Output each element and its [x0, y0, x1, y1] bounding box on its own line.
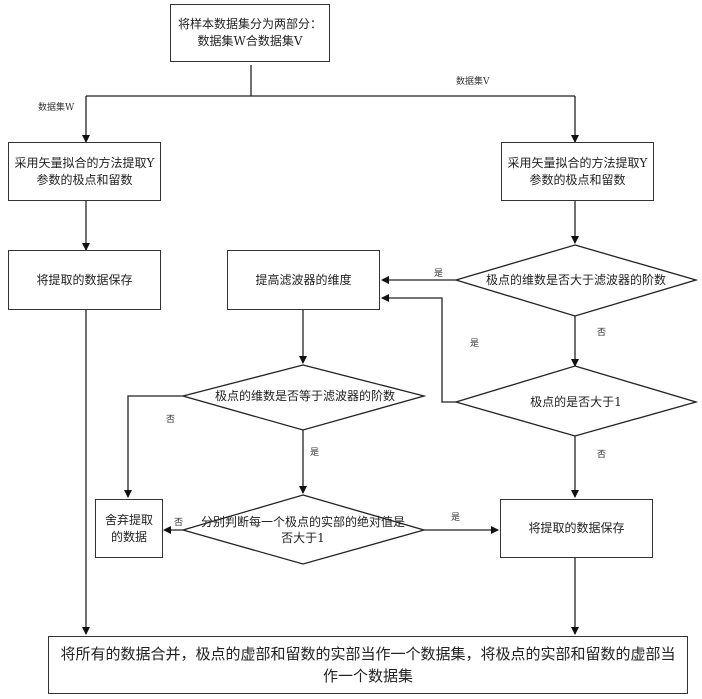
- node-extract-w-text: 采用矢量拟合的方法提取Y参数的极点和留数: [14, 155, 155, 187]
- decision-diamond-dim-equal: [180, 364, 427, 431]
- edge-label-yes-to-raise: 是: [434, 269, 444, 279]
- edge-label-no-left: 否: [174, 518, 184, 528]
- node-save-w-text: 将提取的数据保存: [36, 272, 133, 287]
- decision-diamond-dim-greater: [453, 244, 699, 317]
- node-raise-dim: 提高滤波器的维度: [227, 250, 380, 310]
- edge-label-yes-loop-back: 是: [470, 339, 480, 349]
- node-start: 将样本数据集分为两部分：数据集W合数据集V: [170, 4, 330, 62]
- decision-diamond-real-abs: [180, 494, 427, 565]
- edge-label-dataset-v: 数据集V: [456, 77, 490, 87]
- edge-label-no-to-discard: 否: [166, 415, 176, 425]
- edge-label-yes-down-center: 是: [310, 448, 320, 458]
- node-discard-text: 舍弃提取的数据: [104, 512, 153, 544]
- node-save-v: 将提取的数据保存: [500, 499, 653, 558]
- node-raise-dim-text: 提高滤波器的维度: [255, 272, 352, 287]
- node-merge: 将所有的数据合并，极点的虚部和留数的实部当作一个数据集，将极点的实部和留数的虚部…: [48, 636, 688, 694]
- decision-real-abs-text: 分别判断每一个极点的实部的绝对值是否大于1: [200, 515, 405, 545]
- node-start-text: 将样本数据集分为两部分：数据集W合数据集V: [177, 17, 322, 48]
- node-extract-v: 采用矢量拟合的方法提取Y参数的极点和留数: [501, 142, 654, 201]
- node-extract-w: 采用矢量拟合的方法提取Y参数的极点和留数: [8, 142, 161, 201]
- node-extract-v-text: 采用矢量拟合的方法提取Y参数的极点和留数: [507, 155, 648, 187]
- node-save-v-text: 将提取的数据保存: [528, 521, 625, 535]
- edge-label-yes-right: 是: [451, 513, 461, 523]
- decision-dim-equal-text: 极点的维数是否等于滤波器的阶数: [214, 389, 395, 403]
- edge-label-dataset-w: 数据集W: [38, 103, 75, 113]
- decision-dim-greater-text: 极点的维数是否大于滤波器的阶数: [485, 273, 666, 287]
- edge-label-no-to-save-v: 否: [597, 450, 607, 460]
- edge-label-no-down-right: 否: [597, 328, 607, 338]
- node-save-w: 将提取的数据保存: [8, 250, 161, 310]
- edge-greater-one-yes-loop: [381, 294, 456, 403]
- decision-greater-one-text: 极点的是否大于1: [530, 395, 622, 409]
- node-merge-text: 将所有的数据合并，极点的虚部和留数的实部当作一个数据集，将极点的实部和留数的虚部…: [60, 645, 676, 685]
- edge-equal-no-to-discard: [124, 395, 183, 498]
- decision-diamond-greater-one: [453, 365, 699, 437]
- node-discard: 舍弃提取的数据: [95, 499, 163, 558]
